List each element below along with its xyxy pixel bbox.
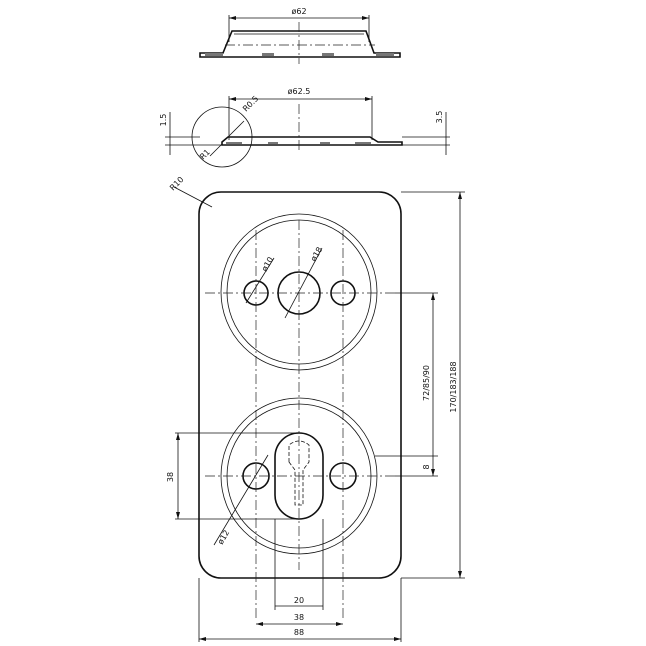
section-view-flat: ø62.5 1.5 3.5 R0.5 R1	[159, 87, 450, 168]
dim-height-label: 170/183/188	[449, 361, 458, 412]
arrow-38v-bot	[176, 512, 180, 519]
arrow-spacing-bot	[431, 469, 435, 476]
hatch-5	[226, 142, 242, 144]
dim-spacing-label: 72/85/90	[422, 365, 431, 401]
arrow-height-bot	[458, 571, 462, 578]
hatch-7	[320, 142, 330, 144]
hatch-4	[376, 53, 394, 56]
dim-d62-5-label: ø62.5	[288, 87, 311, 96]
arrow-right	[362, 16, 369, 20]
leader-d10	[245, 257, 275, 304]
arrow-left-2	[229, 97, 236, 101]
dim-r10-label: R10	[168, 175, 186, 193]
section-view-top: ø62	[199, 7, 401, 64]
cylinder-profile	[288, 440, 310, 506]
dim-20-label: 20	[294, 596, 304, 605]
leader-d18	[284, 247, 323, 319]
hatch-8	[355, 142, 371, 144]
leader-r0-5	[227, 120, 245, 138]
arrow-spacing-top	[431, 293, 435, 300]
plate-section-flat	[221, 136, 403, 146]
leader-d12	[213, 454, 269, 546]
leader-r1	[209, 143, 223, 157]
plate-outline	[198, 191, 402, 579]
plate-section-top	[199, 30, 401, 58]
plan-view: R10 ø10 ø18 ø12	[168, 175, 402, 620]
dimensions: 38 72/85/90 8 170/183/188 20 38	[166, 191, 465, 642]
detail-circle	[191, 106, 253, 168]
dim-8-label: 8	[422, 464, 431, 469]
arrow-height-top	[458, 192, 462, 199]
leader-r10	[173, 186, 213, 208]
dim-d62-label: ø62	[291, 7, 306, 16]
arrow-38v-top	[176, 433, 180, 440]
hatch-2	[262, 53, 274, 56]
dim-r1-label: R1	[198, 148, 212, 162]
dim-38v-label: 38	[166, 472, 175, 482]
dim-d12-label: ø12	[216, 528, 231, 546]
dim-88-label: 88	[294, 628, 304, 637]
arrow-right-2	[365, 97, 372, 101]
arrow-38h-left	[256, 622, 263, 626]
dim-38h-label: 38	[294, 613, 304, 622]
dim-3-5-label: 3.5	[435, 111, 444, 124]
dim-d10-label: ø10	[260, 255, 275, 273]
dim-1-5-label: 1.5	[159, 114, 168, 127]
arrow-88-left	[199, 637, 206, 641]
arrow-left	[229, 16, 236, 20]
hatch-1	[205, 53, 223, 56]
hatch-3	[322, 53, 334, 56]
dim-r0-5-label: R0.5	[241, 94, 260, 113]
arrow-38h-right	[336, 622, 343, 626]
hatch-6	[268, 142, 278, 144]
arrow-88-right	[394, 637, 401, 641]
